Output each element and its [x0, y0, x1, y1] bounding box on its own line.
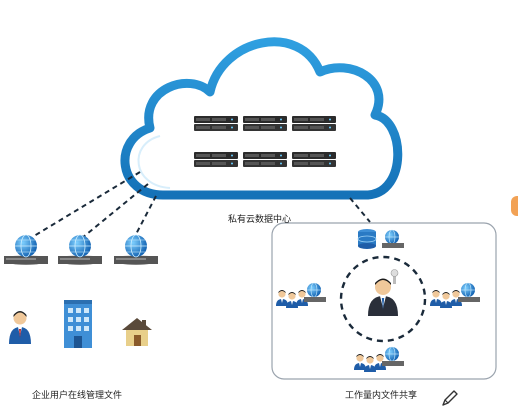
person-icon: [368, 269, 399, 316]
enterprise-users-label: 企业用户在线管理文件: [32, 391, 123, 401]
building-icon: [64, 300, 92, 348]
globe-server-icon: [57, 234, 103, 266]
globe-server-icon: [113, 234, 159, 266]
database-icon: [357, 229, 377, 249]
sharing-ring: [339, 255, 427, 343]
pencil-icon[interactable]: [438, 386, 462, 410]
server-base: [382, 243, 404, 248]
cloud-label: 私有云数据中心: [228, 215, 292, 225]
person-icon: [9, 311, 31, 344]
side-tab[interactable]: [511, 196, 518, 216]
dashed-link: [33, 171, 157, 239]
dashed-link: [349, 197, 371, 223]
globe-server-icon: [3, 234, 49, 266]
file-sharing-label: 工作量内文件共享: [345, 391, 418, 401]
globe-server-row: [3, 234, 159, 266]
house-icon: [122, 318, 152, 346]
globe-icon: [384, 229, 400, 245]
